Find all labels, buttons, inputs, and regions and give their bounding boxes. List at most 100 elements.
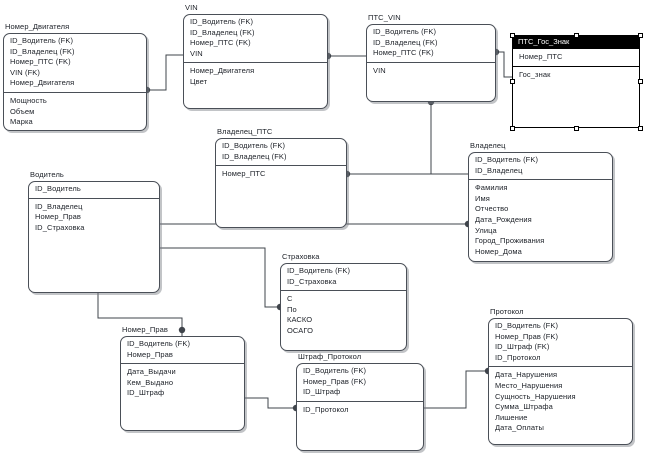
attribute-field: Дата_Выдачи	[127, 367, 176, 377]
resize-handle-1[interactable]	[574, 33, 579, 38]
attribute-field: Кем_Выдано	[127, 377, 174, 387]
key-field: ID_Владелец (FK)	[373, 37, 438, 47]
attribute-field: Имя	[475, 193, 490, 203]
entity-pts_vin[interactable]: ПТС_VIN ID_Водитель (FK)ID_Владелец (FK)Н…	[366, 13, 496, 102]
attribute-field: Дата_Рождения	[475, 214, 532, 224]
key-field: ID_Штраф	[303, 387, 341, 397]
key-field: ID_Водитель (FK)	[373, 27, 437, 36]
entity-frame	[468, 152, 613, 262]
attribute-field: Номер_ПТС	[222, 169, 266, 179]
entity-frame	[3, 33, 147, 131]
primary-key-block: ID_Водитель (FK)ID_Страховка	[280, 263, 407, 292]
attribute-field: Номер_Дома	[475, 246, 522, 256]
entity-frame	[215, 138, 347, 228]
relationship-line-rel-ptsvin-gosznak	[496, 51, 512, 78]
key-field: Номер_ПТС	[519, 52, 563, 61]
key-field: Номер_ПТС (FK)	[373, 48, 434, 58]
attribute-block: VIN	[366, 63, 496, 102]
key-field: Номер_Прав	[127, 349, 173, 359]
attribute-field: Номер_Двигателя	[190, 66, 255, 76]
relationship-line-rel-prava-shtraf	[245, 397, 296, 409]
entity-title: Владелец_ПТС	[217, 127, 273, 136]
primary-key-block: ID_Водитель	[28, 181, 160, 199]
key-field: Номер_Прав (FK)	[303, 376, 367, 386]
resize-handle-6[interactable]	[574, 126, 579, 131]
entity-frame	[120, 336, 245, 431]
entity-frame	[366, 24, 496, 102]
key-field: ID_Штраф (FK)	[495, 342, 550, 352]
primary-key-block: ID_Водитель (FK)Номер_Прав (FK)ID_Штраф …	[488, 318, 633, 368]
resize-handle-0[interactable]	[510, 33, 515, 38]
key-field: VIN	[190, 48, 203, 58]
entity-frame	[488, 318, 633, 445]
entity-frame	[280, 263, 407, 351]
entity-body: ID_Водитель (FK)ID_Владелец (FK)Номер_ПТ…	[183, 14, 328, 109]
key-field: Номер_ПТС (FK)	[10, 57, 71, 67]
attribute-field: Гос_знак	[519, 69, 551, 79]
entity-body: ID_Водитель (FK)ID_Владелец (FK) Номер_ПТ…	[215, 138, 347, 228]
resize-handle-5[interactable]	[510, 126, 515, 131]
relationship-line-rel-voditel-strah	[160, 247, 280, 308]
entity-title: Номер_Прав	[122, 325, 168, 334]
entity-body: ID_Водитель (FK)ID_Владелец (FK)Номер_ПТ…	[3, 33, 147, 131]
attribute-field: Цвет	[190, 76, 208, 86]
entity-title: Штраф_Протокол	[298, 352, 362, 361]
key-field: ID_Водитель (FK)	[10, 36, 74, 45]
entity-frame	[28, 181, 160, 293]
relationship-line-rel-shtraf-protokol	[424, 370, 488, 409]
attribute-field: По	[287, 304, 297, 314]
key-field: ID_Водитель (FK)	[495, 321, 559, 330]
key-field: ID_Водитель (FK)	[127, 339, 191, 348]
key-field: ID_Протокол	[495, 352, 541, 362]
attribute-field: ID_Страховка	[35, 222, 85, 232]
attribute-field: Дата_Оплаты	[495, 423, 544, 433]
attribute-block: Гос_знак	[512, 67, 640, 128]
attribute-field: Город_Проживания	[475, 236, 545, 246]
resize-handle-3[interactable]	[510, 79, 515, 84]
entity-title: ПТС_VIN	[368, 13, 401, 22]
attribute-field: ID_Протокол	[303, 404, 349, 414]
key-field: ID_Владелец (FK)	[222, 151, 287, 161]
entity-title-selected: ПТС_Гос_Знак	[512, 35, 640, 49]
attribute-field: Номер_Прав	[35, 212, 81, 222]
entity-frame	[296, 363, 424, 451]
attribute-field: Улица	[475, 225, 497, 235]
resize-handle-7[interactable]	[638, 126, 643, 131]
entity-frame	[512, 35, 640, 128]
key-field: Номер_Прав (FK)	[495, 331, 559, 341]
attribute-field: Фамилия	[475, 183, 508, 193]
entity-body: ID_Водитель (FK)ID_Владелец (FK)Номер_ПТ…	[366, 24, 496, 102]
entity-vladelec_pts[interactable]: Владелец_ПТС ID_Водитель (FK)ID_Владелец …	[215, 127, 347, 228]
resize-handle-4[interactable]	[638, 79, 643, 84]
attribute-field: Лишение	[495, 412, 528, 422]
primary-key-block: ID_Водитель (FK)Номер_Прав	[120, 336, 245, 365]
key-field: ID_Владелец	[475, 165, 523, 175]
key-field: ID_Водитель (FK)	[190, 17, 254, 26]
attribute-field: С	[287, 294, 293, 304]
resize-handle-2[interactable]	[638, 33, 643, 38]
entity-title: Номер_Двигателя	[5, 22, 70, 31]
primary-key-block: ID_Водитель (FK)ID_Владелец (FK)	[215, 138, 347, 167]
key-field: ID_Водитель	[35, 184, 81, 193]
